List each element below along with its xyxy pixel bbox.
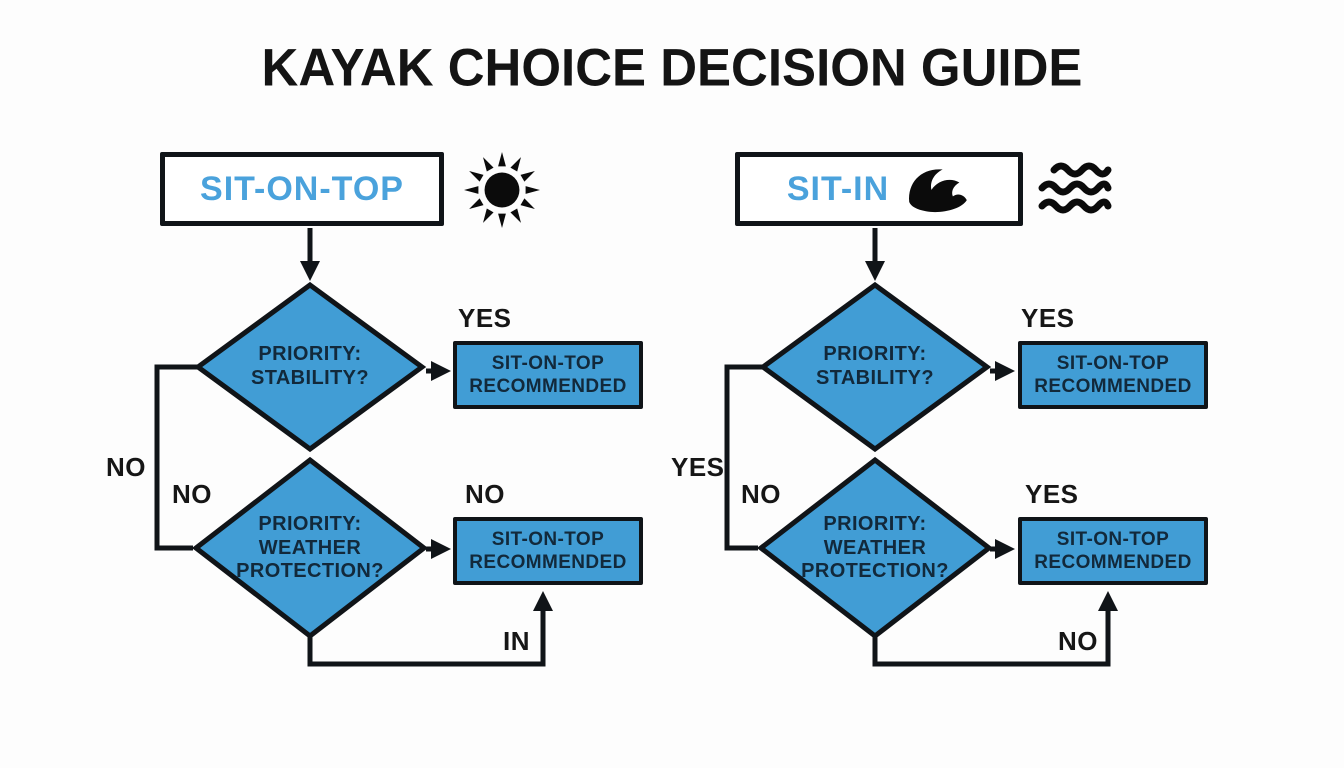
sit-on-top-header-box: SIT-ON-TOP [160,152,444,226]
right-outcome2-branch-label: YES [1025,479,1079,509]
sit-in-label: SIT-IN [786,169,890,208]
left-decision1-diamond [193,281,427,453]
water-waves-icon [1038,162,1112,214]
left-outcome1-box: SIT-ON-TOP RECOMMENDED [453,341,643,409]
right-loop-label: NO [1058,626,1098,656]
right-loop-arrow [872,591,1118,667]
right-outcome2-box: SIT-ON-TOP RECOMMENDED [1018,517,1208,585]
left-outcome2-branch-label: NO [465,479,505,509]
right-decision1-label: PRIORITY: STABILITY? [815,343,935,389]
page-title: KAYAK CHOICE DECISION GUIDE [261,37,1083,98]
sit-in-header-box: SIT-IN [735,152,1023,226]
right-yes-outer-label: YES [671,452,725,482]
right-yes-bracket [724,364,763,551]
right-yes-label: YES [1021,303,1075,333]
left-loop-label: IN [503,626,530,656]
left-decision1-label: PRIORITY: STABILITY? [250,343,370,389]
left-decision2-diamond [191,456,429,640]
right-decision1-diamond [758,281,992,453]
ocean-wave-icon [909,169,967,213]
left-loop-arrow [307,591,553,667]
left-decision2-label: PRIORITY: WEATHER PROTECTION? [236,513,384,583]
right-flow-lines [724,228,1118,667]
left-yes-label: YES [458,303,512,333]
sit-on-top-label: SIT-ON-TOP [200,169,404,208]
right-no-inner-label: NO [741,479,781,509]
left-no-inner-label: NO [172,479,212,509]
right-outcome1-box: SIT-ON-TOP RECOMMENDED [1018,341,1208,409]
left-no-outer-label: NO [106,452,146,482]
sun-icon [464,152,540,228]
left-flow-lines [154,228,553,667]
right-decision2-label: PRIORITY: WEATHER PROTECTION? [801,513,949,583]
left-no-bracket [154,364,198,551]
right-decision2-diamond [756,456,994,640]
left-outcome2-box: SIT-ON-TOP RECOMMENDED [453,517,643,585]
